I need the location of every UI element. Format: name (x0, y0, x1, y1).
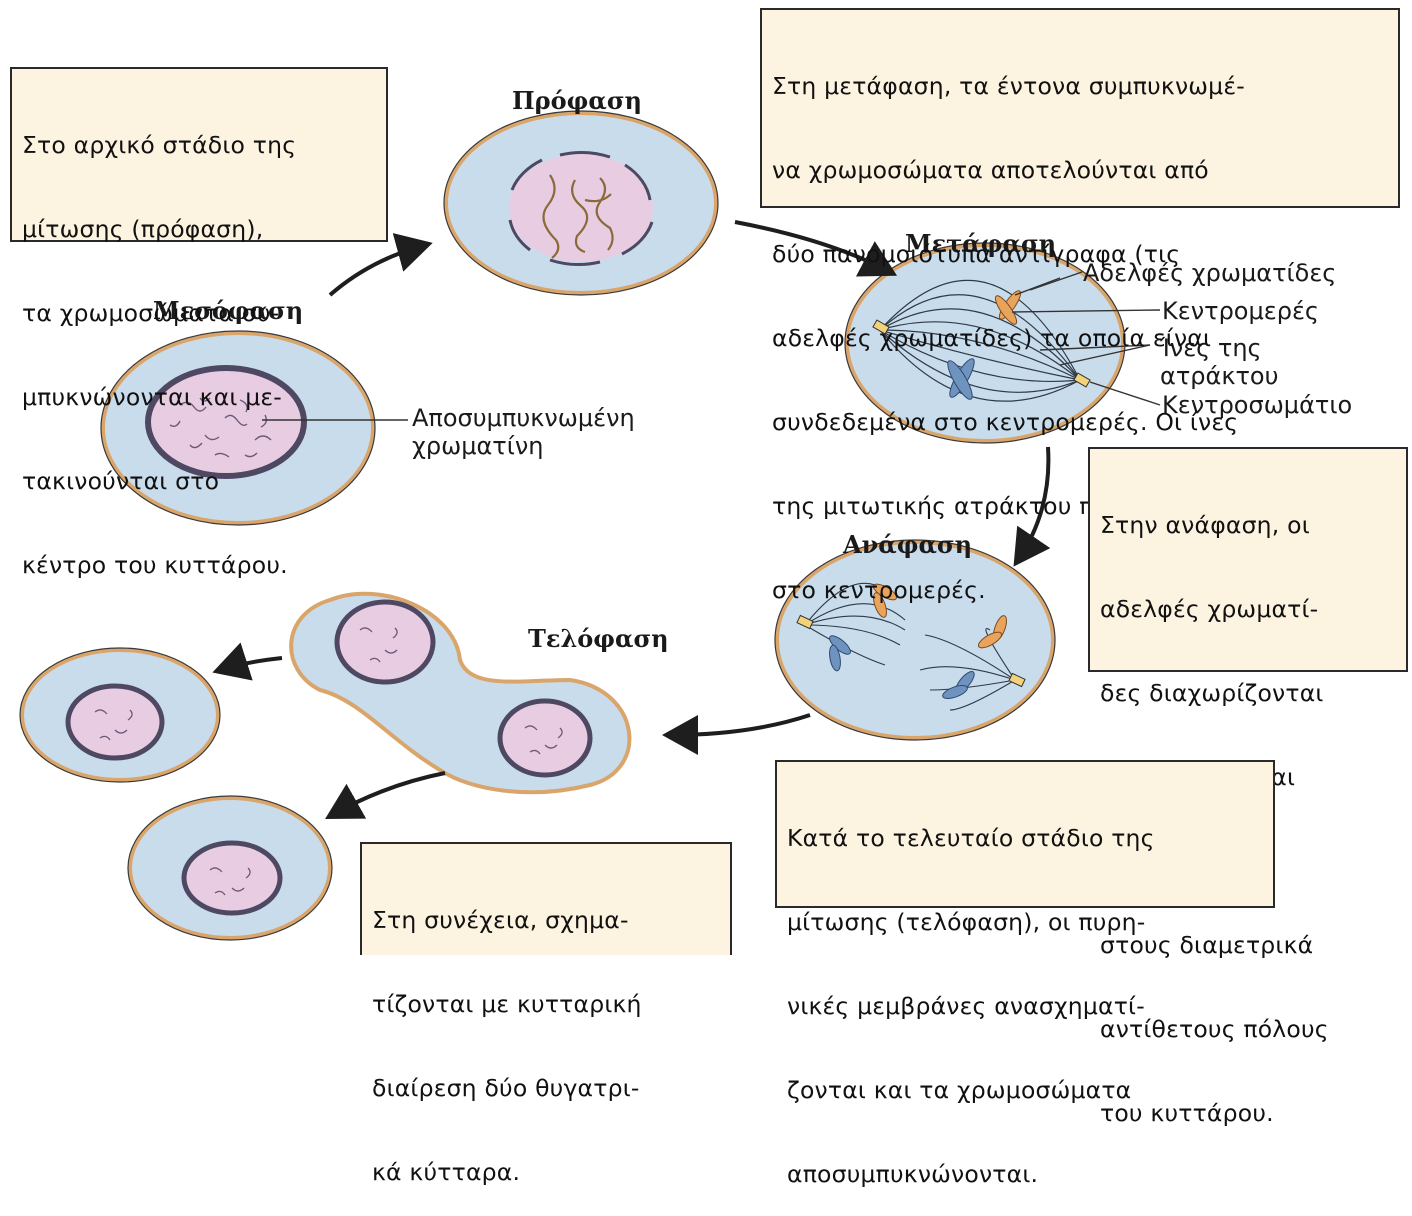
division-text-line: τίζονται με κυτταρική (372, 990, 720, 1018)
division-text-line: κά κύτταρα. (372, 1158, 720, 1186)
telophase-text-line: ζονται και τα χρωμοσώματα (787, 1076, 1263, 1104)
metaphase-text-line: Στη μετάφαση, τα έντονα συμπυκνωμέ- (772, 72, 1388, 100)
prophase-description-box: Στο αρχικό στάδιο της μίτωσης (πρόφαση),… (10, 67, 388, 242)
metaphase-text-line: δύο πανομοιότυπα αντίγραφα (τις (772, 240, 1388, 268)
telophase-text-line: αποσυμπυκνώνονται. (787, 1160, 1263, 1188)
telophase-text-line: νικές μεμβράνες ανασχηματί- (787, 992, 1263, 1020)
telophase-nucleus-1 (337, 602, 433, 682)
metaphase-text-line: αδελφές χρωματίδες) τα οποία είναι (772, 324, 1388, 352)
metaphase-text-line: να χρωμοσώματα αποτελούνται από (772, 156, 1388, 184)
division-text-line: διαίρεση δύο θυγατρι- (372, 1074, 720, 1102)
telophase-nucleus-2 (500, 701, 590, 775)
anaphase-text-line: αδελφές χρωματί- (1100, 595, 1396, 623)
daughter-cell-1 (20, 648, 220, 782)
prophase-text-line: τα χρωμοσώματα συ- (22, 299, 376, 327)
telophase-text-line: μίτωσης (τελόφαση), οι πυρη- (787, 908, 1263, 936)
prophase-text-line: μίτωσης (πρόφαση), (22, 215, 376, 243)
prophase-text-line: τακινούνται στο (22, 467, 376, 495)
prophase-text-line: μπυκνώνονται και με- (22, 383, 376, 411)
cell-division-description-box: Στη συνέχεια, σχημα- τίζονται με κυτταρι… (360, 842, 732, 955)
metaphase-text-line: συνδεδεμένα στο κεντρομερές. Οι ίνες (772, 408, 1388, 436)
phase-title-prophase: Πρόφαση (512, 86, 642, 115)
telophase-text-line: Κατά το τελευταίο στάδιο της (787, 824, 1263, 852)
arrow-telophase-to-daughter1 (220, 658, 282, 670)
metaphase-description-box: Στη μετάφαση, τα έντονα συμπυκνωμέ- να χ… (760, 8, 1400, 208)
prophase-cell (444, 111, 718, 295)
arrow-anaphase-to-telophase (670, 715, 810, 735)
label-decondensed-chromatin: Αποσυμπυκνωμένη χρωματίνη (412, 404, 635, 460)
phase-title-telophase: Τελόφαση (528, 624, 669, 653)
label-decondensed-chromatin-line2: χρωματίνη (412, 432, 543, 460)
prophase-text-line: Στο αρχικό στάδιο της (22, 131, 376, 159)
prophase-text-line: κέντρο του κυττάρου. (22, 551, 376, 579)
telophase-description-box: Κατά το τελευταίο στάδιο της μίτωσης (τε… (775, 760, 1275, 908)
arrow-telophase-to-daughter2 (332, 773, 445, 815)
division-text-line: Στη συνέχεια, σχημα- (372, 906, 720, 934)
anaphase-description-box: Στην ανάφαση, οι αδελφές χρωματί- δες δι… (1088, 447, 1408, 672)
daughter-cell-2 (128, 796, 332, 940)
label-decondensed-chromatin-line1: Αποσυμπυκνωμένη (412, 404, 635, 432)
anaphase-text-line: δες διαχωρίζονται (1100, 679, 1396, 707)
anaphase-text-line: Στην ανάφαση, οι (1100, 511, 1396, 539)
